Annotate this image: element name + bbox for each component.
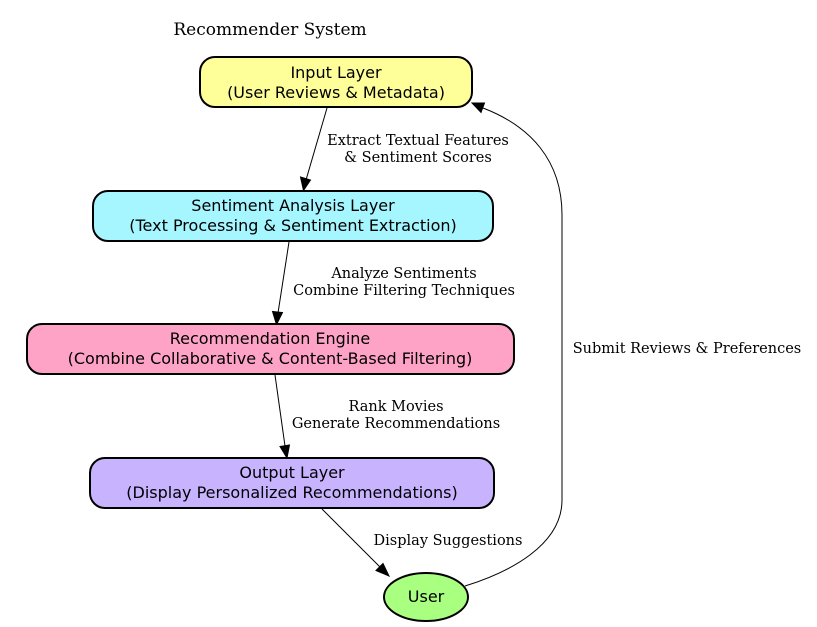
node-sentiment-title: Sentiment Analysis Layer (191, 196, 395, 215)
edge-label-analyze-sentiments: Analyze Sentiments (330, 266, 476, 282)
edge-label-rank-movies: Rank Movies (348, 399, 443, 415)
edge-label-display-suggestions: Display Suggestions (374, 533, 523, 549)
diagram-title: Recommender System (173, 20, 366, 40)
node-engine-subtitle: (Combine Collaborative & Content-Based F… (68, 349, 473, 368)
node-input-layer-subtitle: (User Reviews & Metadata) (227, 83, 445, 102)
arrowhead (299, 176, 312, 192)
node-user-label: User (408, 587, 445, 606)
arrowhead (271, 310, 284, 326)
node-sentiment-analysis-layer: Sentiment Analysis Layer (Text Processin… (92, 190, 494, 242)
edge-label-sentiment-scores: & Sentiment Scores (344, 150, 492, 166)
arrowhead (470, 102, 486, 114)
edge-input-to-sentiment (299, 107, 328, 192)
arrowhead (375, 562, 391, 577)
edge-engine-to-output (274, 374, 291, 460)
node-recommendation-engine: Recommendation Engine (Combine Collabora… (26, 323, 515, 375)
edge-sentiment-to-engine (271, 241, 290, 326)
node-output-title: Output Layer (239, 463, 345, 482)
node-user: User (383, 572, 469, 622)
node-output-layer: Output Layer (Display Personalized Recom… (89, 457, 495, 509)
arrowhead (279, 444, 291, 460)
node-input-layer-title: Input Layer (290, 63, 382, 82)
node-input-layer: Input Layer (User Reviews & Metadata) (199, 56, 473, 108)
edge-label-generate-recommendations: Generate Recommendations (292, 416, 500, 432)
edge-label-submit-reviews: Submit Reviews & Preferences (573, 341, 801, 357)
edge-label-combine-filtering: Combine Filtering Techniques (293, 283, 515, 299)
edge-user-to-input (464, 102, 563, 587)
edge-output-to-user (321, 508, 391, 577)
node-output-subtitle: (Display Personalized Recommendations) (126, 483, 457, 502)
node-sentiment-subtitle: (Text Processing & Sentiment Extraction) (129, 216, 456, 235)
node-engine-title: Recommendation Engine (170, 329, 371, 348)
edge-label-extract-features: Extract Textual Features (327, 133, 509, 149)
